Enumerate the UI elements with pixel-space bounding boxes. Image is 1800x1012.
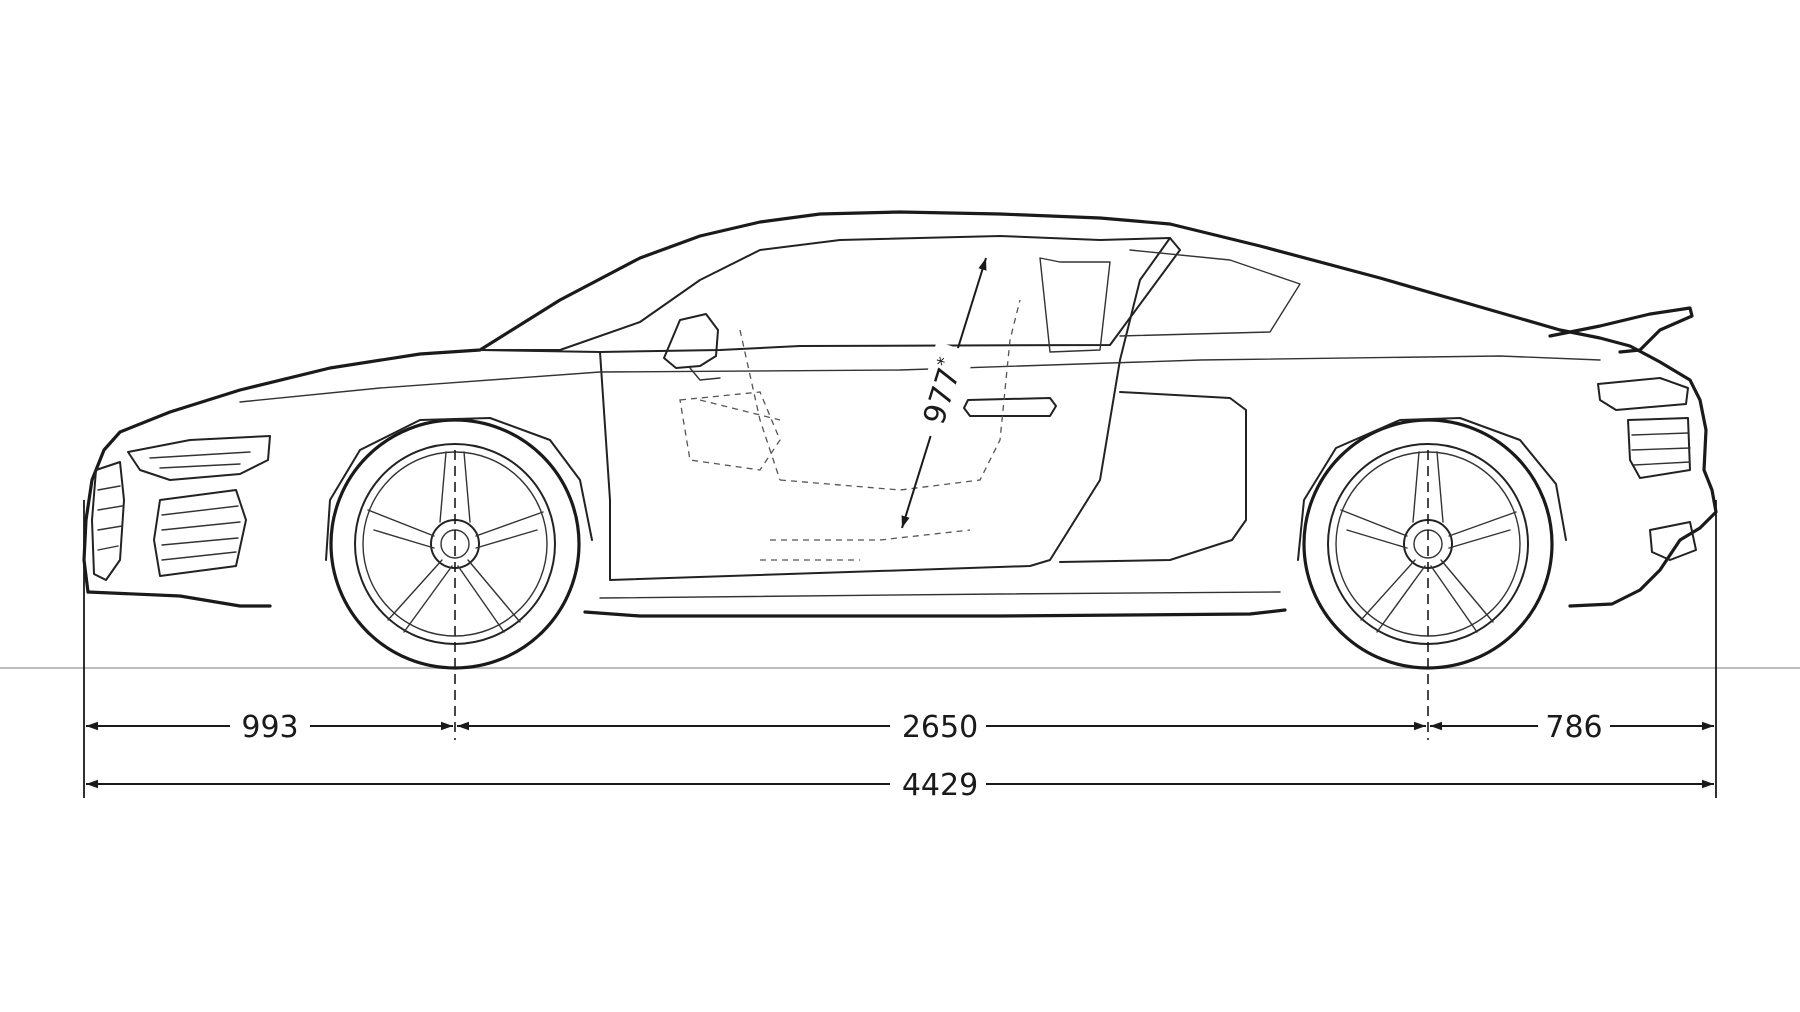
overall-length-label: 4429	[902, 768, 978, 803]
rear-overhang-label: 786	[1545, 710, 1602, 745]
rocker-line	[599, 591, 1281, 599]
door-handle	[963, 397, 1057, 417]
headroom-value: 977	[917, 364, 967, 429]
side-blade	[1059, 391, 1247, 563]
car-body	[82, 210, 1718, 618]
rear-exhaust	[1649, 521, 1697, 561]
dimension-annotations: 993 2650 786 4429 977*	[83, 257, 1717, 804]
rear-wheel-arch	[1297, 417, 1567, 561]
window-frame	[1039, 257, 1111, 353]
shoulder-line	[239, 355, 1601, 403]
side-mirror	[663, 313, 719, 369]
front-intake	[153, 489, 247, 577]
seat-outline	[699, 299, 1021, 561]
mirror-stem	[689, 367, 721, 381]
wheelbase-label: 2650	[902, 710, 978, 745]
front-grille	[91, 461, 125, 581]
front-overhang-label: 993	[241, 710, 298, 745]
body-outline	[82, 210, 1718, 608]
greenhouse	[479, 235, 1181, 353]
rear-spoiler	[1548, 306, 1694, 354]
rear-light	[1597, 377, 1689, 411]
front-lower-lip	[86, 590, 272, 608]
headlight	[127, 435, 271, 481]
sill-line	[583, 608, 1287, 618]
steering-wheel	[679, 391, 781, 471]
rear-quarter-window	[1119, 249, 1301, 337]
rear-grille	[1627, 417, 1691, 479]
door-outline	[599, 237, 1171, 581]
front-wheel-arch	[325, 417, 593, 561]
